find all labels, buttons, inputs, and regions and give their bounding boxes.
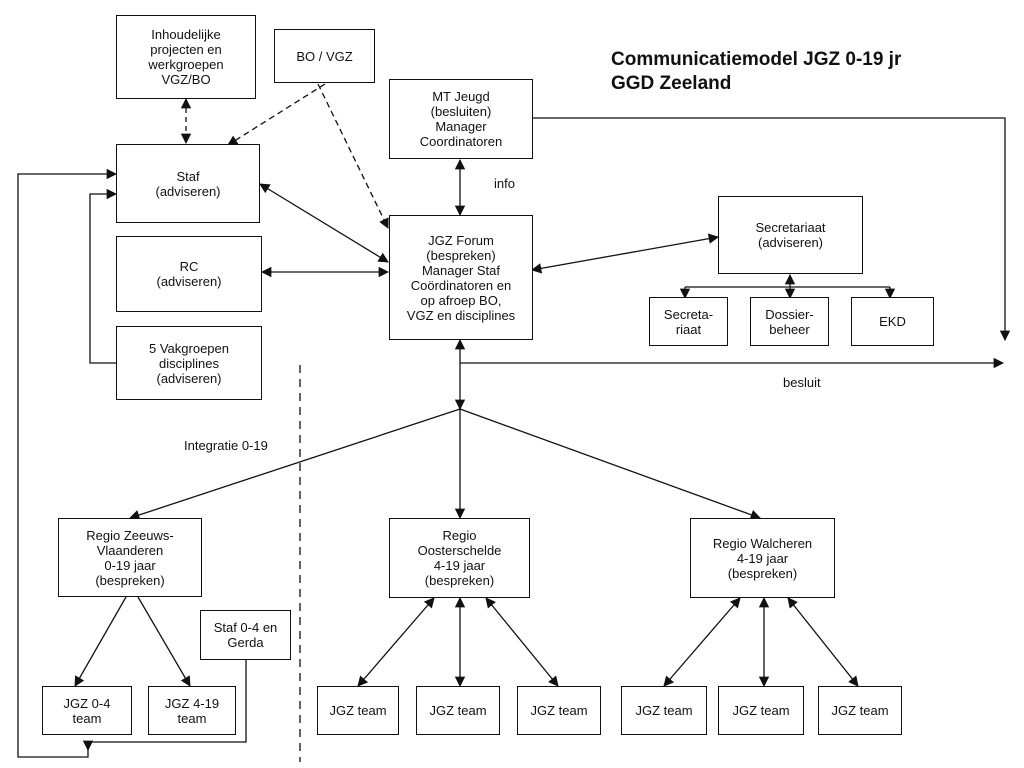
- label-besluit: besluit: [783, 375, 821, 390]
- staf-forum-link: [259, 183, 389, 263]
- box-jgz-0-4-team: JGZ 0-4 team: [42, 686, 132, 735]
- diagram-title: Communicatiemodel JGZ 0-19 jr GGD Zeelan…: [611, 49, 902, 94]
- box-jgz-team-os-1: JGZ team: [317, 686, 399, 735]
- box-secretariaat-sub: Secreta- riaat: [649, 297, 728, 346]
- to-regio-zv: [129, 408, 461, 521]
- os-to-team1: [357, 597, 435, 687]
- box-mt-jeugd: MT Jeugd (besluiten) Manager Coordinator…: [389, 79, 533, 159]
- zv-to-jgz419: [137, 596, 191, 687]
- box-jgz-4-19-team: JGZ 4-19 team: [148, 686, 236, 735]
- box-jgz-team-wa-2: JGZ team: [718, 686, 804, 735]
- mt-besluit-link: [533, 117, 1011, 342]
- box-jgz-team-os-2: JGZ team: [416, 686, 500, 735]
- vakgroepen-staf-link: [89, 188, 118, 364]
- box-regio-zeeuws-vlaanderen: Regio Zeeuws- Vlaanderen 0-19 jaar (besp…: [58, 518, 202, 597]
- box-jgz-team-wa-1: JGZ team: [621, 686, 707, 735]
- box-jgz-team-wa-3: JGZ team: [818, 686, 902, 735]
- box-ekd: EKD: [851, 297, 934, 346]
- box-dossierbeheer: Dossier- beheer: [750, 297, 829, 346]
- wa-to-team1: [663, 597, 741, 687]
- box-regio-walcheren: Regio Walcheren 4-19 jaar (bespreken): [690, 518, 835, 598]
- feedback-to-staf: [17, 168, 118, 758]
- zv-to-jgz04: [74, 596, 127, 687]
- box-jgz-forum: JGZ Forum (bespreken) Manager Staf Coörd…: [389, 215, 533, 340]
- wa-to-team3: [787, 597, 859, 687]
- box-inhoudelijke-projecten: Inhoudelijke projecten en werkgroepen VG…: [116, 15, 256, 99]
- box-staf: Staf (adviseren): [116, 144, 260, 223]
- to-regio-wa: [459, 408, 761, 520]
- bovgz-forum-link: [317, 83, 389, 229]
- box-rc: RC (adviseren): [116, 236, 262, 312]
- forum-secretariaat-link: [530, 233, 720, 274]
- box-vakgroepen: 5 Vakgroepen disciplines (adviseren): [116, 326, 262, 400]
- bovgz-staf-link: [227, 83, 326, 146]
- os-to-team3: [485, 597, 559, 687]
- label-info: info: [494, 176, 515, 191]
- box-jgz-team-os-3: JGZ team: [517, 686, 601, 735]
- box-staf-0-4-gerda: Staf 0-4 en Gerda: [200, 610, 291, 660]
- box-regio-oosterschelde: Regio Oosterschelde 4-19 jaar (bespreken…: [389, 518, 530, 598]
- box-secretariaat: Secretariaat (adviseren): [718, 196, 863, 274]
- box-bo-vgz: BO / VGZ: [274, 29, 375, 83]
- label-integratie: Integratie 0-19: [181, 438, 271, 453]
